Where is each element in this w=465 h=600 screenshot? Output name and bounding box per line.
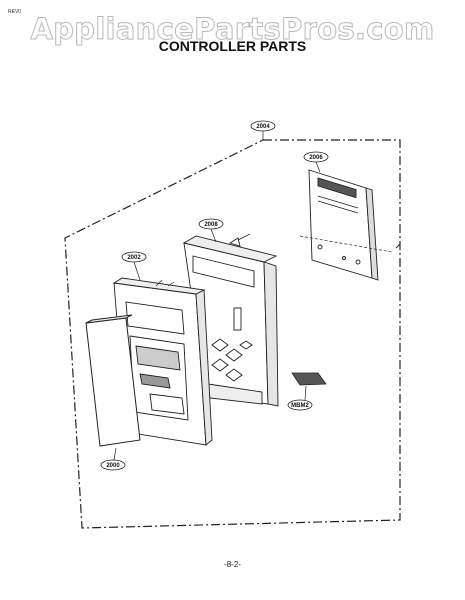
callout-2000: 2000 [100,459,126,471]
door-cover [85,314,141,447]
front-panel [112,277,213,446]
callout-2002: 2002 [121,251,147,263]
membrane-switch [291,372,327,386]
svg-text:2008: 2008 [204,222,218,228]
callout-2006: 2006 [303,151,329,163]
revision-mark: REV0 [8,9,22,15]
svg-text:2004: 2004 [256,124,270,130]
page-title: CONTROLLER PARTS [158,38,307,54]
svg-text:MBM2: MBM2 [291,403,309,409]
page-number: -8-2- [224,560,241,569]
svg-text:2000: 2000 [106,463,120,469]
callout-2008: 2008 [198,218,224,230]
assembly-outline [64,139,401,529]
pcb-board [308,169,379,281]
callout-2004: 2004 [250,120,276,132]
svg-text:2006: 2006 [309,155,323,161]
watermark: AppliancePartsPros.com [30,12,435,47]
callout-mbm2: MBM2 [287,399,313,411]
svg-text:2002: 2002 [127,255,141,261]
